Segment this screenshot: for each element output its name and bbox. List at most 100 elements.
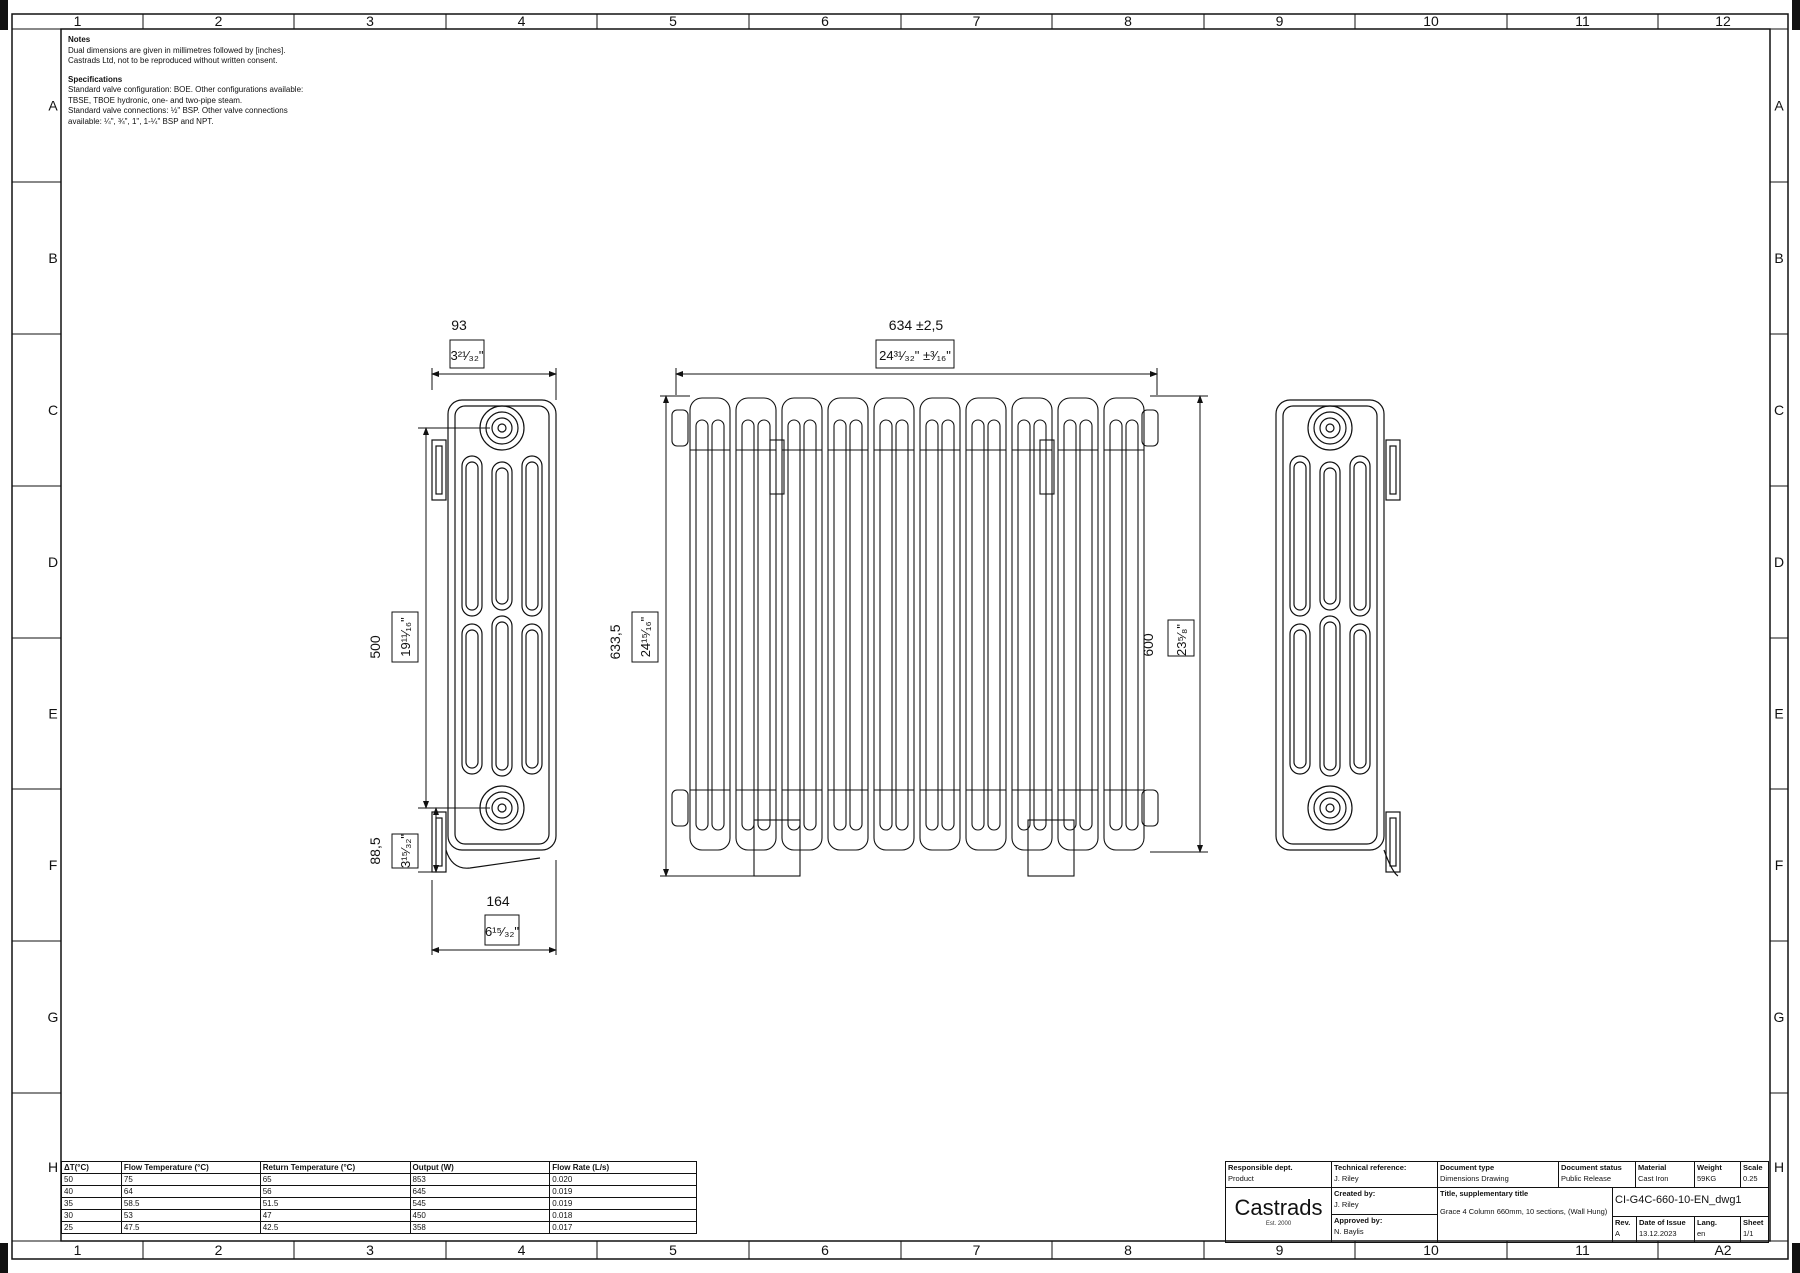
grid-col-label: 11 xyxy=(1575,13,1590,29)
end-plug xyxy=(671,409,689,447)
grid-col-label: 11 xyxy=(1575,1242,1590,1258)
grid-row-label: B xyxy=(1774,250,1783,266)
radiator-section xyxy=(689,397,731,851)
table-cell: 0.017 xyxy=(549,1221,697,1234)
spec-heading: Specifications xyxy=(68,74,123,84)
spec-line: Standard valve configuration: BOE. Other… xyxy=(68,85,304,94)
notes-block: Notes Dual dimensions are given in milli… xyxy=(68,35,388,127)
grid-col-label: 6 xyxy=(821,13,829,29)
dim-front-body-in: 23⁵⁄₈" xyxy=(1174,624,1189,656)
grid-col-label: 4 xyxy=(518,1242,526,1258)
grid-col-label: 2 xyxy=(215,1242,223,1258)
spec-line: available: ¼", ¾", 1", 1-¼" BSP and NPT. xyxy=(68,116,214,126)
grid-col-label: 10 xyxy=(1423,1242,1439,1258)
grid-row-label: C xyxy=(48,402,58,418)
dim-side-width-mm: 164 xyxy=(486,893,510,909)
dim-front-height-mm: 633,5 xyxy=(607,624,623,659)
grid-col-label: 9 xyxy=(1276,1242,1284,1258)
radiator-section xyxy=(873,397,915,851)
wall-bracket xyxy=(1039,439,1055,495)
responsible-dept-cell: Responsible dept.Product xyxy=(1225,1161,1332,1188)
table-header-row: ΔT(°C) Flow Temperature (°C) Return Temp… xyxy=(61,1161,697,1174)
wall-bracket xyxy=(769,439,785,495)
dim-side-width-in: 6¹⁵⁄₃₂" xyxy=(485,924,519,939)
grid-col-label: 8 xyxy=(1124,1242,1132,1258)
doc-number-cell: CI-G4C-660-10-EN_dwg1 xyxy=(1612,1187,1769,1217)
radiator-section xyxy=(1011,397,1053,851)
table-cell: 65 xyxy=(259,1173,411,1186)
table-cell: 30 xyxy=(61,1209,122,1222)
dim-front-length-mm: 634 ±2,5 xyxy=(889,317,944,333)
dim-side-centres-in: 19¹¹⁄₁₆" xyxy=(398,617,413,657)
notes-line: Castrads Ltd, not to be reproduced witho… xyxy=(68,56,278,65)
radiator-section xyxy=(735,397,777,851)
title-block: Responsible dept.Product Technical refer… xyxy=(1225,1161,1769,1243)
table-cell: 47 xyxy=(259,1209,411,1222)
grid-row-label: G xyxy=(1774,1009,1785,1025)
radiator-section xyxy=(781,397,823,851)
end-plug xyxy=(1141,409,1159,447)
grid-row-label: A xyxy=(1774,98,1784,114)
grid-col-label: 1 xyxy=(74,13,82,29)
radiator-section xyxy=(919,397,961,851)
table-cell: 0.018 xyxy=(549,1209,697,1222)
grid-row-label: B xyxy=(48,250,57,266)
foot-bracket xyxy=(753,819,801,877)
side-view-right xyxy=(1275,399,1401,877)
rev-cell: Rev.A xyxy=(1612,1216,1637,1243)
end-plug xyxy=(671,789,689,827)
table-cell: 56 xyxy=(259,1185,411,1198)
grid-row-label: A xyxy=(48,98,58,114)
tech-ref-cell: Technical reference:J. Riley xyxy=(1331,1161,1438,1188)
dim-side-bottom-mm: 88,5 xyxy=(367,837,383,864)
grid-col-label: 5 xyxy=(669,13,677,29)
table-cell: 51.5 xyxy=(259,1197,411,1210)
table-cell: 58.5 xyxy=(120,1197,261,1210)
header-flow-temp: Flow Temperature (°C) xyxy=(120,1161,261,1174)
end-plug xyxy=(1141,789,1159,827)
grid-col-label: 8 xyxy=(1124,13,1132,29)
grid-col-label: 10 xyxy=(1423,13,1439,29)
header-delta-t: ΔT(°C) xyxy=(61,1161,122,1174)
grid-row-label: D xyxy=(48,554,58,570)
front-view xyxy=(671,397,1159,877)
table-cell: 25 xyxy=(61,1221,122,1234)
front-view-dimensions xyxy=(631,339,1208,877)
outer-frame xyxy=(11,13,1789,1260)
grid-col-label: 5 xyxy=(669,1242,677,1258)
dim-side-centres-mm: 500 xyxy=(367,635,383,659)
grid-col-label: 7 xyxy=(973,1242,981,1258)
header-flow-rate: Flow Rate (L/s) xyxy=(549,1161,697,1174)
table-cell: 0.020 xyxy=(549,1173,697,1186)
grid-col-label: A2 xyxy=(1714,1242,1731,1258)
grid-col-label: 3 xyxy=(366,13,374,29)
table-cell: 53 xyxy=(120,1209,261,1222)
grid-row-label: H xyxy=(1774,1159,1784,1175)
inner-frame xyxy=(60,28,1771,1242)
dim-side-bottom-in: 3¹⁵⁄₃₂" xyxy=(398,834,413,868)
grid-col-label: 7 xyxy=(973,13,981,29)
created-by-cell: Created by:J. Riley xyxy=(1331,1187,1438,1215)
grid-row-label: E xyxy=(1774,706,1783,722)
radiator-section xyxy=(1103,397,1145,851)
table-cell: 35 xyxy=(61,1197,122,1210)
table-cell: 42.5 xyxy=(259,1221,411,1234)
grid-col-label: 12 xyxy=(1715,13,1731,29)
radiator-section xyxy=(827,397,869,851)
header-return-temp: Return Temperature (°C) xyxy=(259,1161,411,1174)
side-view-left xyxy=(431,399,557,873)
table-cell: 40 xyxy=(61,1185,122,1198)
side-view-dimensions xyxy=(391,339,557,955)
spec-line: TBSE, TBOE hydronic, one- and two-pipe s… xyxy=(68,95,243,105)
table-cell: 0.019 xyxy=(549,1197,697,1210)
